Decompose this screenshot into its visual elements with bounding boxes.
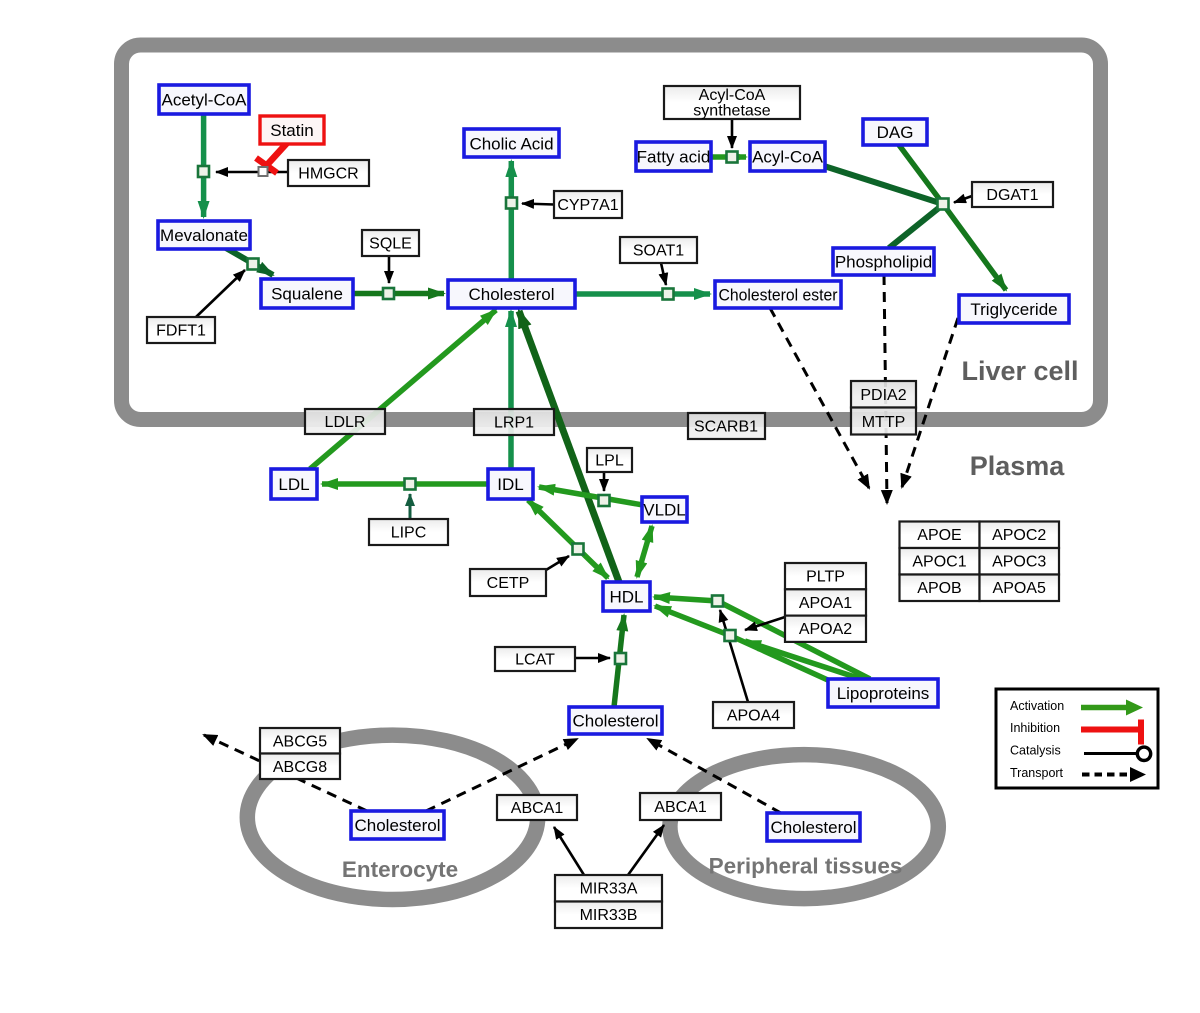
svg-text:Cholesterol: Cholesterol: [469, 285, 555, 304]
svg-text:Triglyceride: Triglyceride: [970, 300, 1057, 319]
svg-text:APOE: APOE: [917, 527, 961, 544]
svg-text:ABCA1: ABCA1: [511, 800, 564, 817]
svg-text:Plasma: Plasma: [970, 451, 1066, 481]
svg-text:APOA5: APOA5: [993, 580, 1046, 597]
svg-text:CYP7A1: CYP7A1: [557, 197, 618, 214]
svg-text:Phospholipid: Phospholipid: [835, 253, 932, 272]
svg-text:CETP: CETP: [487, 575, 530, 592]
svg-text:PDIA2: PDIA2: [860, 387, 906, 404]
svg-text:Activation: Activation: [1010, 699, 1064, 713]
svg-text:VLDL: VLDL: [643, 501, 686, 520]
svg-text:PLTP: PLTP: [806, 569, 845, 586]
svg-text:ABCG8: ABCG8: [273, 759, 327, 776]
svg-text:Cholic Acid: Cholic Acid: [469, 135, 553, 154]
svg-text:Lipoproteins: Lipoproteins: [837, 684, 930, 703]
svg-text:LCAT: LCAT: [515, 652, 555, 669]
svg-text:LDL: LDL: [278, 475, 309, 494]
svg-text:APOB: APOB: [917, 580, 961, 597]
svg-text:FDFT1: FDFT1: [156, 323, 206, 340]
svg-text:SQLE: SQLE: [369, 236, 412, 253]
svg-text:Acetyl-CoA: Acetyl-CoA: [161, 91, 247, 110]
svg-text:DGAT1: DGAT1: [986, 187, 1038, 204]
svg-text:LPL: LPL: [595, 453, 624, 470]
svg-text:Liver cell: Liver cell: [961, 356, 1078, 386]
svg-text:APOA4: APOA4: [727, 708, 780, 725]
svg-text:Mevalonate: Mevalonate: [160, 226, 248, 245]
svg-text:MIR33A: MIR33A: [580, 881, 638, 898]
svg-text:Enterocyte: Enterocyte: [342, 857, 458, 882]
svg-text:Inhibition: Inhibition: [1010, 721, 1060, 735]
svg-text:SOAT1: SOAT1: [633, 243, 684, 260]
svg-text:HDL: HDL: [609, 588, 643, 607]
svg-text:DAG: DAG: [877, 123, 914, 142]
svg-text:APOC1: APOC1: [912, 554, 966, 571]
svg-text:Acyl-CoA: Acyl-CoA: [699, 87, 766, 104]
svg-text:IDL: IDL: [497, 475, 523, 494]
svg-text:Fatty acid: Fatty acid: [637, 148, 711, 167]
svg-text:MTTP: MTTP: [862, 414, 906, 431]
svg-text:ABCG5: ABCG5: [273, 734, 327, 751]
svg-text:Cholesterol ester: Cholesterol ester: [719, 286, 838, 305]
svg-text:Cholesterol: Cholesterol: [573, 712, 659, 731]
svg-text:MIR33B: MIR33B: [580, 907, 638, 924]
svg-text:Cholesterol: Cholesterol: [355, 816, 441, 835]
svg-text:APOA2: APOA2: [799, 621, 852, 638]
svg-text:synthetase: synthetase: [693, 103, 770, 120]
svg-text:Transport: Transport: [1010, 766, 1064, 780]
svg-text:HMGCR: HMGCR: [298, 166, 358, 183]
svg-text:APOA1: APOA1: [799, 595, 852, 612]
svg-text:APOC3: APOC3: [992, 554, 1046, 571]
svg-text:Peripheral tissues: Peripheral tissues: [709, 854, 903, 879]
svg-text:LDLR: LDLR: [325, 414, 366, 431]
svg-text:LRP1: LRP1: [494, 415, 534, 432]
svg-text:ABCA1: ABCA1: [654, 799, 707, 816]
svg-text:Acyl-CoA: Acyl-CoA: [752, 148, 824, 167]
svg-text:Catalysis: Catalysis: [1010, 744, 1061, 758]
svg-text:Cholesterol: Cholesterol: [771, 818, 857, 837]
svg-text:LIPC: LIPC: [391, 525, 427, 542]
svg-text:Squalene: Squalene: [271, 285, 343, 304]
svg-text:APOC2: APOC2: [992, 527, 1046, 544]
svg-text:SCARB1: SCARB1: [694, 419, 758, 436]
svg-text:Statin: Statin: [270, 121, 313, 140]
